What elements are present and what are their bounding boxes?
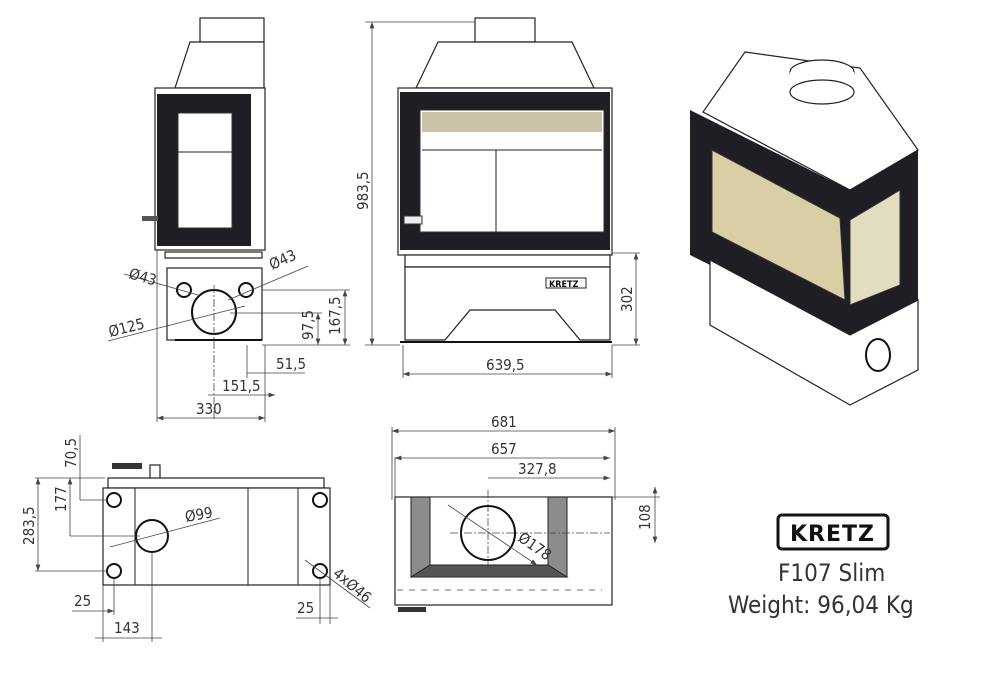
dim-639-5: 639,5: [486, 356, 525, 374]
dim-283-5: 283,5: [20, 506, 38, 545]
side-base: [166, 267, 263, 341]
dim-681: 681: [491, 413, 517, 431]
hood: [415, 41, 595, 89]
brand-block: KRETZ F107 Slim Weight: 96,04 Kg: [728, 513, 914, 619]
dim-302: 302: [618, 286, 636, 312]
bottom-view: Ø178 681 657 327,8 108: [391, 413, 660, 612]
iso-front-glass: [711, 149, 846, 301]
iso-side-glass: [849, 189, 901, 306]
label-hole-43-left: Ø43: [127, 265, 159, 290]
dim-25-left: 25: [74, 592, 91, 610]
top-body: [102, 487, 331, 586]
hood: [174, 41, 265, 89]
logo-text: KRETZ: [790, 522, 875, 547]
dim-25-right: 25: [297, 599, 314, 617]
dim-143: 143: [114, 619, 140, 637]
dim-108: 108: [636, 504, 654, 530]
label-hole-125: Ø125: [107, 315, 147, 341]
foot-hole: [312, 492, 328, 508]
door-handle: [142, 216, 158, 221]
dim-167-5: 167,5: [326, 296, 344, 335]
flue-collar: [474, 17, 536, 43]
dim-70-5: 70,5: [62, 438, 80, 468]
dim-97-5: 97,5: [299, 310, 317, 340]
label-flue-99: Ø99: [184, 503, 215, 526]
hole-43-left: [176, 282, 192, 298]
dim-151-5: 151,5: [222, 377, 261, 395]
weight-label: Weight: 96,04 Kg: [728, 591, 914, 619]
dim-330: 330: [196, 400, 222, 418]
model-name: F107 Slim: [778, 559, 885, 587]
dim-51-5: 51,5: [276, 355, 306, 373]
label-hole-43-right: Ø43: [266, 246, 299, 274]
isometric-view: [690, 51, 919, 406]
front-view: KRETZ 983,5 302 639,5: [354, 17, 640, 378]
side-glass: [177, 112, 233, 229]
top-view: Ø99 4xØ46 70,5 177 283,5 25 143 25: [20, 435, 375, 642]
dim-657: 657: [491, 440, 517, 458]
side-view: Ø43 Ø43 Ø125 167,5 97,5 330 151,5 51,5: [107, 17, 350, 422]
iso-base: [709, 258, 919, 406]
dim-983-5: 983,5: [354, 171, 372, 210]
plate-logo: KRETZ: [549, 280, 579, 290]
label-feet-46: 4xØ46: [329, 564, 375, 606]
dim-327-8: 327,8: [518, 460, 557, 478]
flue-collar: [199, 17, 265, 43]
hole-43-right: [238, 282, 254, 298]
kretz-logo: [776, 513, 890, 551]
dim-177: 177: [52, 486, 70, 512]
